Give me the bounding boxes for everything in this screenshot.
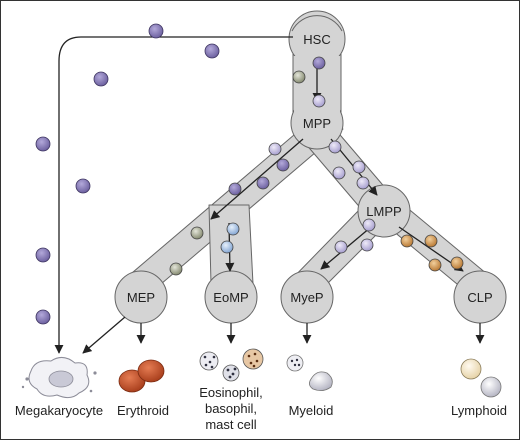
free-cell: [35, 136, 51, 152]
node-eomp-label: EoMP: [213, 290, 248, 305]
cell-lavender: [312, 94, 326, 108]
cell-purple: [228, 182, 242, 196]
output-lymphoid: Lymphoid: [451, 403, 507, 418]
cell-lavender: [360, 238, 374, 252]
node-mep-label: MEP: [127, 290, 155, 305]
node-mpp-label: MPP: [303, 116, 331, 131]
cell-orange: [424, 234, 438, 248]
node-hsc-label: HSC: [303, 32, 330, 47]
output-megakaryocyte: Megakaryocyte: [15, 403, 103, 418]
free-cell: [148, 23, 164, 39]
cell-orange: [400, 234, 414, 248]
free-cell: [93, 71, 109, 87]
cell-lavender: [334, 240, 348, 254]
free-cells: [35, 23, 220, 325]
arrow-mpp-mep-inner: [210, 138, 304, 220]
cell-orange: [428, 258, 442, 272]
output-eosinophil-line3: mast cell: [205, 417, 256, 432]
free-cell: [75, 178, 91, 194]
cell-green: [190, 226, 204, 240]
cell-lavender: [332, 166, 346, 180]
channel-cells: [169, 56, 464, 276]
node-lmpp-label: LMPP: [366, 204, 401, 219]
output-erythroid: Erythroid: [117, 403, 169, 418]
cell-purple: [312, 56, 326, 70]
cell-lavender: [356, 176, 370, 190]
output-eosinophil-line2: basophil,: [205, 401, 257, 416]
cell-purple: [256, 176, 270, 190]
free-cell: [35, 247, 51, 263]
cell-orange: [450, 256, 464, 270]
myeloid-granules: [290, 358, 301, 367]
output-myeloid: Myeloid: [289, 403, 334, 418]
cell-green: [169, 262, 183, 276]
granule-dots: [203, 352, 259, 379]
cell-blue: [226, 222, 240, 236]
free-cell: [35, 309, 51, 325]
node-myep-label: MyeP: [290, 290, 323, 305]
cell-lavender: [362, 218, 376, 232]
cell-lavender: [328, 140, 342, 154]
lymphoid-icon: [460, 358, 502, 398]
node-clp-label: CLP: [467, 290, 492, 305]
erythrocyte-icon: [118, 359, 165, 393]
myeloid-icon: [286, 354, 333, 391]
cell-lavender: [268, 142, 282, 156]
cell-purple: [276, 158, 290, 172]
cell-blue: [220, 240, 234, 254]
megakaryocyte-icon: [21, 357, 97, 399]
arrow-mep-megakaryocyte: [82, 316, 126, 354]
cell-green: [292, 70, 306, 84]
free-cell: [204, 43, 220, 59]
cell-lavender: [352, 160, 366, 174]
output-eosinophil-line1: Eosinophil,: [199, 385, 263, 400]
arrow-hsc-megakaryocyte: [54, 36, 293, 354]
